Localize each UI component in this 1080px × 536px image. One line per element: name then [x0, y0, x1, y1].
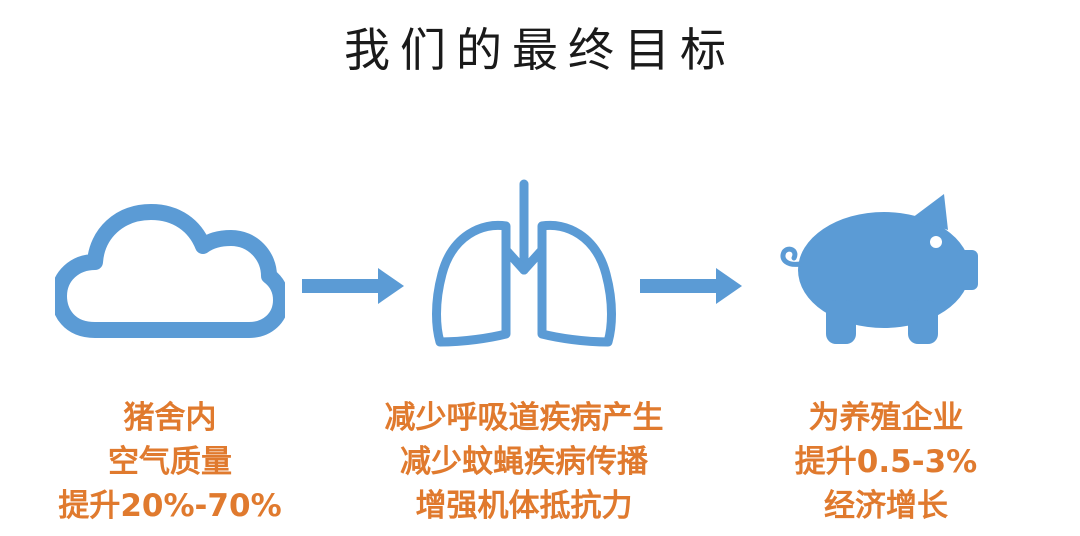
cloud-icon — [55, 204, 285, 338]
caption-air-quality: 猪舍内 空气质量 提升20%-70% — [20, 396, 320, 528]
pig-icon — [780, 194, 978, 344]
lungs-icon — [432, 179, 616, 347]
caption-economic-growth: 为养殖企业 提升0.5-3% 经济增长 — [736, 396, 1036, 528]
arrow-right-icon — [302, 268, 404, 304]
caption-line: 经济增长 — [824, 488, 948, 524]
caption-line: 提升0.5-3% — [794, 444, 978, 480]
caption-line: 减少呼吸道疾病产生 — [384, 400, 664, 436]
arrow-right-icon — [640, 268, 742, 304]
caption-line: 增强机体抵抗力 — [415, 488, 633, 524]
caption-line: 猪舍内 — [123, 400, 217, 436]
page-title: 我们的最终目标 — [344, 23, 736, 77]
caption-disease-reduction: 减少呼吸道疾病产生 减少蚊蝇疾病传播 增强机体抵抗力 — [374, 396, 674, 528]
caption-line: 提升20%-70% — [58, 488, 282, 524]
caption-line: 为养殖企业 — [808, 400, 964, 436]
caption-line: 空气质量 — [108, 444, 232, 480]
caption-line: 减少蚊蝇疾病传播 — [400, 444, 648, 480]
